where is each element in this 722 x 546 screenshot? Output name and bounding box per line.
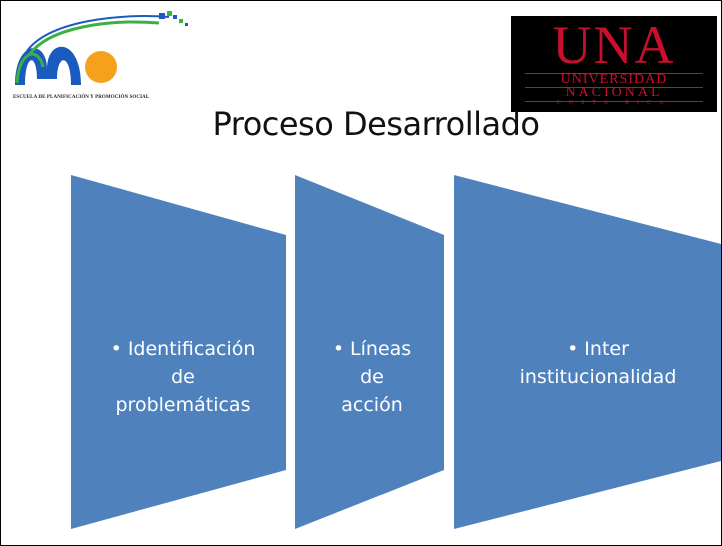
process-step-shape-1: [71, 175, 286, 529]
process-step-2: •Líneas de acción: [313, 335, 431, 419]
process-step-3: •Inter institucionalidad: [493, 335, 703, 391]
mo-logo-icon: [15, 11, 188, 85]
step-3-line1: Inter: [584, 338, 629, 360]
step-1-line3: problemáticas: [115, 394, 251, 416]
escuela-logo: ESCUELA DE PLANIFICACIÓN Y PROMOCIÓN SOC…: [9, 9, 199, 104]
una-logo: UNA UNIVERSIDAD NACIONAL COSTA RICA: [511, 16, 717, 112]
step-2-line2: de: [360, 366, 384, 388]
slide-title: Proceso Desarrollado: [212, 105, 540, 143]
logo-rule: [525, 87, 703, 88]
step-3-line2: institucionalidad: [519, 366, 677, 388]
step-2-line3: acción: [341, 394, 403, 416]
bullet: •: [567, 338, 579, 360]
step-1-line1: Identificación: [127, 338, 256, 360]
step-2-line1: Líneas: [350, 338, 412, 360]
logo-caption: ESCUELA DE PLANIFICACIÓN Y PROMOCIÓN SOC…: [13, 95, 150, 100]
una-line1: UNIVERSIDAD: [560, 72, 668, 87]
logo-rule: [525, 73, 703, 74]
una-logo-text: UNA: [552, 15, 676, 75]
una-line3: COSTA RICA: [556, 100, 672, 106]
process-step-shape-3: [454, 175, 721, 529]
step-1-line2: de: [171, 366, 195, 388]
process-step-1: •Identificación de problemáticas: [83, 335, 283, 419]
una-line2: NACIONAL: [565, 85, 663, 100]
bullet: •: [110, 338, 122, 360]
logo-rule: [525, 101, 703, 102]
process-step-shape-2: [295, 175, 444, 529]
bullet: •: [332, 338, 345, 360]
